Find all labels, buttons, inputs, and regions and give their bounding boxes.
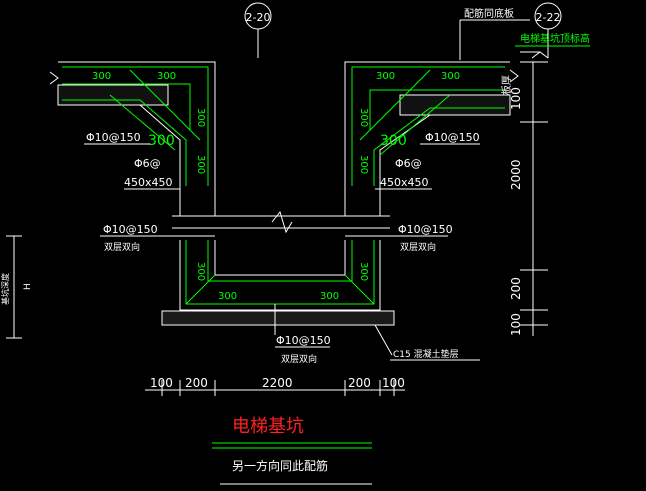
cushion-label: C15 混凝土垫层	[393, 348, 459, 360]
bottom-slab-note: 配筋同底板	[464, 7, 514, 20]
dim-300: 300	[218, 291, 237, 302]
grid-bubble-right-label: 2-22	[536, 11, 561, 24]
grid-bubble-left-label: 2-20	[246, 11, 271, 24]
left-wall	[49, 61, 216, 190]
rebar-note-left-mid: 双层双向	[104, 241, 140, 253]
dim-300: 300	[157, 71, 176, 82]
elevation-label: 电梯基坑顶标高	[520, 32, 590, 45]
dim-300: 300	[195, 155, 206, 174]
dim-right-2000: 2000	[509, 159, 523, 190]
grid-bubble-right: 2-22	[534, 2, 562, 58]
right-dimension-chain: 100 2000 200 100	[509, 61, 548, 336]
dim-right-100-top: 100	[509, 87, 523, 110]
rebar-label-right-mid: Φ10@150	[398, 223, 453, 236]
dim-300: 300	[376, 71, 395, 82]
rebar-note-bottom: 双层双向	[281, 353, 317, 365]
right-slab	[399, 94, 511, 116]
break-line	[172, 210, 390, 234]
dim-300: 300	[92, 71, 111, 82]
rebar-label-left-mid: Φ10@150	[103, 223, 158, 236]
right-wall	[344, 61, 519, 190]
dim-300: 300	[358, 155, 369, 174]
slab-thickness-label: 板厚	[500, 75, 513, 95]
dim-300: 300	[358, 108, 369, 127]
dim-bottom: 200	[185, 376, 208, 390]
dim-bottom: 100	[150, 376, 173, 390]
haunch-size-right: 450x450	[380, 176, 429, 189]
dim-bottom: 200	[348, 376, 371, 390]
dim-300: 300	[195, 262, 206, 281]
rebar-label-left-phi6: Φ6@	[134, 157, 161, 170]
dim-right-100-bottom: 100	[509, 313, 523, 336]
dim-300: 300	[320, 291, 339, 302]
pit-inner-outline	[214, 240, 346, 276]
dim-300: 300	[195, 108, 206, 127]
left-h-dimension: 基坑深度 H	[0, 235, 33, 339]
pit-depth-label: 基坑深度	[0, 273, 10, 305]
drawing-title: 电梯基坑	[232, 416, 304, 437]
rebar-label-right-phi6: Φ6@	[395, 157, 422, 170]
left-slab	[57, 84, 169, 106]
rebar-label-left-top: Φ10@150	[86, 131, 141, 144]
cushion-layer	[161, 310, 395, 326]
pit-depth-value: H	[23, 283, 33, 290]
rebar-label-bottom: Φ10@150	[276, 334, 331, 347]
grid-bubble-left: 2-20	[244, 2, 272, 58]
dim-300: 300	[441, 71, 460, 82]
haunch-300-left: 300	[148, 133, 175, 149]
haunch-300-right: 300	[380, 133, 407, 149]
rebar-label-right-top: Φ10@150	[425, 131, 480, 144]
pit-outer-outline	[179, 240, 381, 311]
drawing-note: 另一方向同此配筋	[232, 458, 328, 473]
dim-bottom: 2200	[262, 376, 293, 390]
haunch-size-left: 450x450	[124, 176, 173, 189]
dim-300: 300	[358, 262, 369, 281]
dim-bottom: 100	[382, 376, 405, 390]
bottom-dimension-chain: 100 200 2200 200 100	[145, 376, 405, 396]
rebar-note-right-mid: 双层双向	[400, 241, 436, 253]
dim-right-200: 200	[509, 277, 523, 300]
